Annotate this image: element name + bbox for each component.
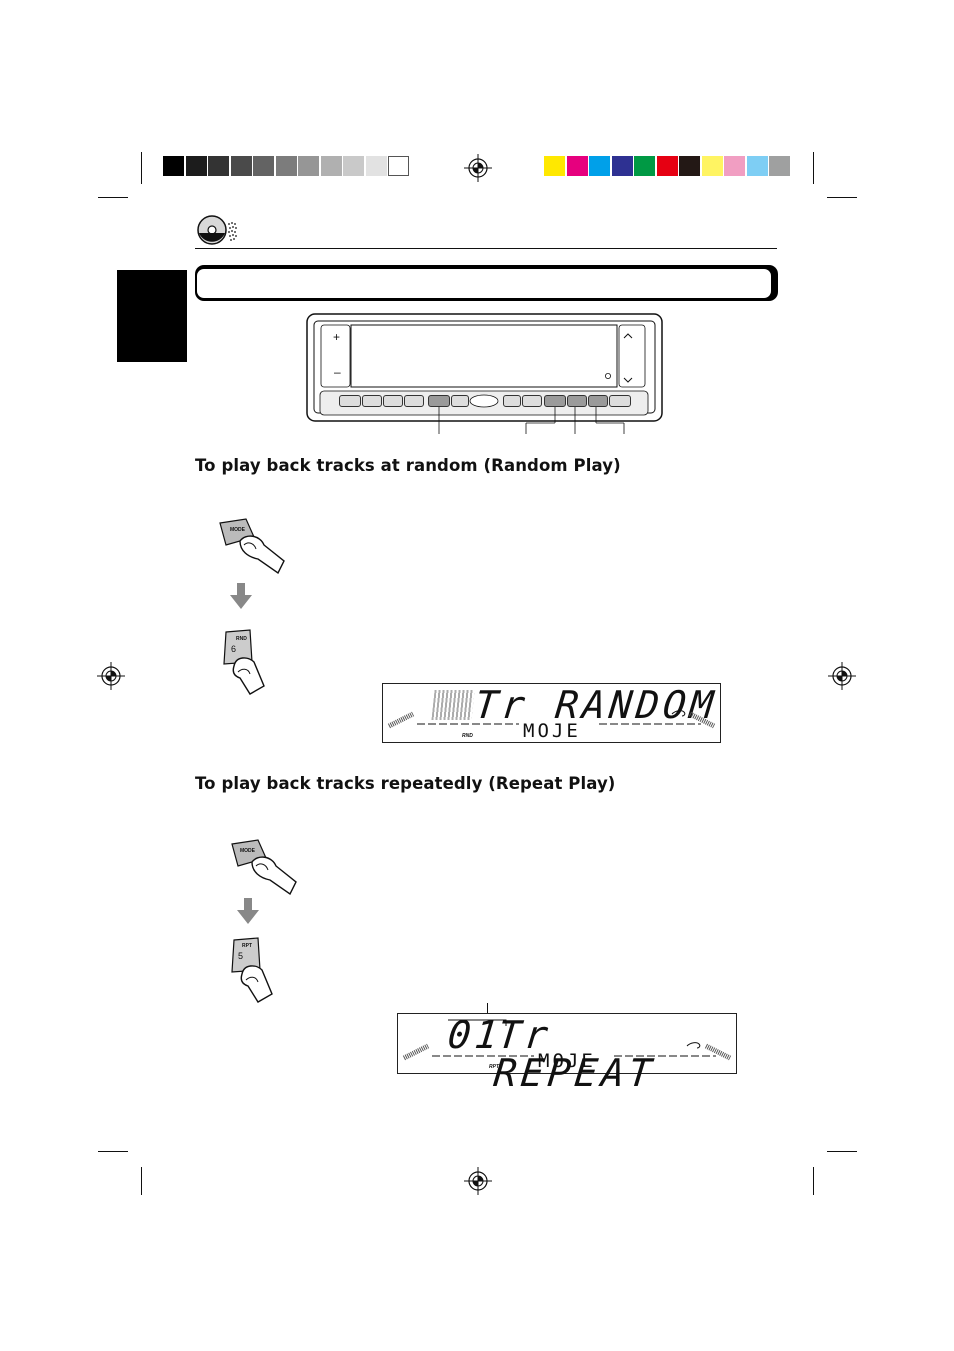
rnd-indicator: RND [462,733,473,739]
repeat-lcd-display: 01 Tr REPEAT MOJE RPT [397,1013,737,1095]
crop-mark [141,152,142,184]
preset-button[interactable] [567,395,587,407]
crop-mark [98,1151,128,1152]
rnd-button-number: 6 [231,644,237,654]
mode-button[interactable] [428,395,450,407]
registration-target-icon [97,662,125,690]
side-tab [117,270,187,362]
rpt-button-label: RPT [242,943,252,949]
gray-swatch [298,156,319,176]
crop-mark [827,197,857,198]
lcd-mode-text: MOJE [538,1050,596,1072]
finger-press-mode-icon [219,518,285,575]
arrow-down-icon [237,898,259,924]
color-swatch [724,156,745,176]
repeat-play-heading: To play back tracks repeatedly (Repeat P… [195,774,616,793]
crop-mark [813,152,814,184]
mode-button-label: MODE [230,527,245,533]
gray-swatch [208,156,229,176]
arrow-down-icon [230,583,252,609]
registration-target-icon [464,1167,492,1195]
color-swatch [544,156,565,176]
lcd-mode-text: MOJE [523,720,581,742]
crop-mark [813,1167,814,1195]
gray-swatch [365,156,387,176]
unit-button[interactable] [503,395,521,407]
gray-swatch [388,156,409,176]
finger-press-mode-icon [231,839,297,896]
crop-mark [827,1151,857,1152]
gray-swatch [275,156,297,176]
unit-front-panel [306,313,663,434]
random-play-heading: To play back tracks at random (Random Pl… [195,456,621,475]
lcd-level-bars [402,1019,732,1061]
unit-button[interactable] [609,395,631,407]
color-swatch [611,156,633,176]
color-swatch [701,156,723,176]
gray-swatch [185,156,207,176]
random-lcd-display: Tr RANDOM MOJE RND [382,683,721,743]
color-swatch [679,156,700,176]
rnd-button-label: RND [236,636,247,642]
unit-button[interactable] [404,395,424,407]
unit-button[interactable] [362,395,382,407]
color-swatch [746,156,768,176]
volume-plus-label: + [333,330,341,344]
unit-button[interactable] [522,395,542,407]
unit-button[interactable] [451,395,469,407]
registration-target-icon [828,662,856,690]
gray-swatch [253,156,274,176]
color-swatch [656,156,678,176]
finger-press-rpt-icon [231,937,273,1003]
volume-minus-label: – [334,365,341,379]
title-bar-inner [197,269,771,298]
mode-button-label: MODE [240,848,255,854]
callout-line [487,1003,488,1017]
gray-swatch [230,156,252,176]
rpt-button-number: 5 [238,951,244,961]
preset-button[interactable] [588,395,608,407]
cd-icon [197,215,237,245]
gray-swatch [163,156,184,176]
gray-swatch [320,156,342,176]
lcd-level-bars [387,710,716,729]
gray-swatch [343,156,364,176]
color-swatch [566,156,588,176]
unit-button[interactable] [383,395,403,407]
header-rule [195,248,777,249]
finger-press-rnd-icon [223,629,265,695]
color-swatch [589,156,610,176]
crop-mark [98,197,128,198]
color-swatch [634,156,655,176]
unit-button[interactable] [339,395,361,407]
color-swatch [769,156,790,176]
rpt-indicator: RPT [489,1064,499,1070]
preset-button[interactable] [544,395,566,407]
crop-mark [141,1167,142,1195]
registration-target-icon [464,154,492,182]
